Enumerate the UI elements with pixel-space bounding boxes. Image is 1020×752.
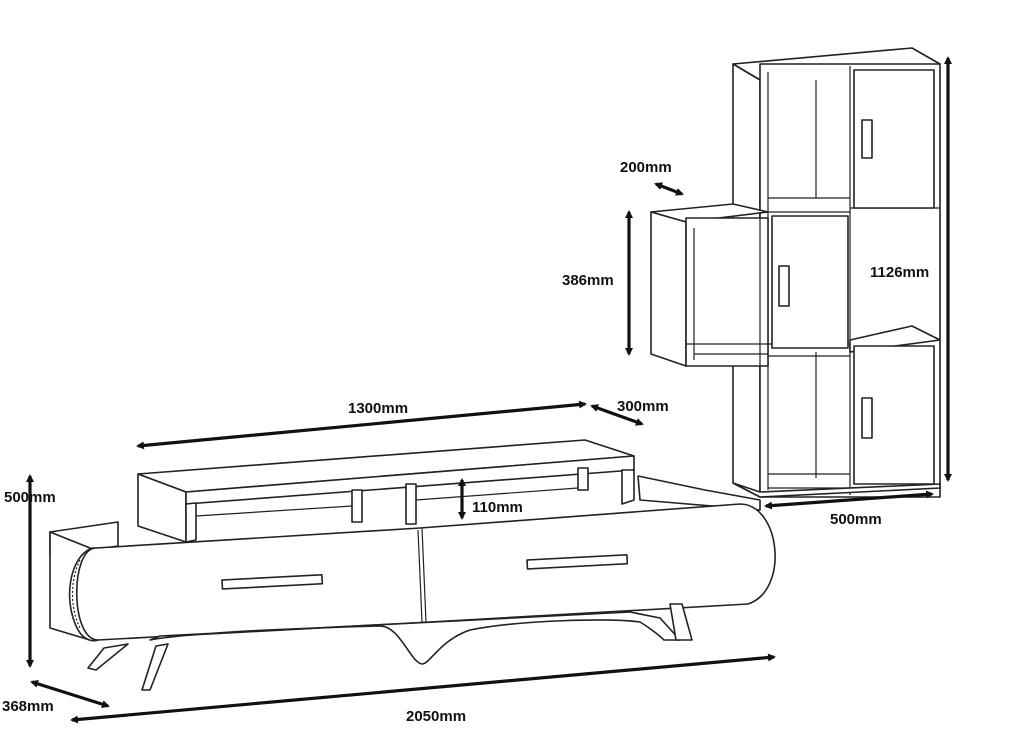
label-bookcase-width: 500mm	[830, 511, 882, 528]
label-shelf-height: 200mm	[620, 159, 672, 176]
dim-arrow-shelf-height	[654, 182, 684, 196]
label-top-length: 1300mm	[348, 400, 409, 417]
left-drawer-handle	[221, 573, 324, 590]
label-tv-height: 500mm	[4, 489, 56, 506]
middle-door-handle	[778, 265, 790, 307]
dimension-arrows	[26, 56, 952, 724]
tv-stand	[49, 475, 776, 691]
dim-arrow-tv-length	[70, 653, 776, 724]
tv-riser	[137, 439, 635, 543]
tv-plinth	[149, 611, 681, 665]
side-shelf	[650, 203, 769, 367]
label-riser-height: 110mm	[472, 499, 523, 516]
label-top-depth: 300mm	[617, 398, 669, 415]
upper-door-handle	[861, 119, 873, 159]
drawer-split	[421, 527, 427, 623]
label-bookcase-height: 1126mm	[870, 264, 930, 281]
tv-leg-left	[87, 643, 129, 671]
wall-bookcase	[732, 47, 941, 498]
label-tv-length: 2050mm	[406, 708, 467, 725]
right-drawer-handle	[526, 553, 629, 570]
lower-door-handle	[861, 397, 873, 439]
side-shelf-body	[685, 217, 769, 367]
dim-arrow-bookcase-width	[764, 490, 934, 510]
dim-arrow-top-length	[136, 400, 587, 450]
tv-leg-right	[669, 603, 693, 641]
label-side-shelf-height: 386mm	[562, 272, 614, 289]
side-shelf-side	[650, 211, 687, 367]
label-tv-depth: 368mm	[2, 698, 54, 715]
tv-leg-center	[141, 643, 169, 691]
dim-arrow-top-depth	[590, 404, 644, 426]
tv-body	[76, 503, 776, 641]
